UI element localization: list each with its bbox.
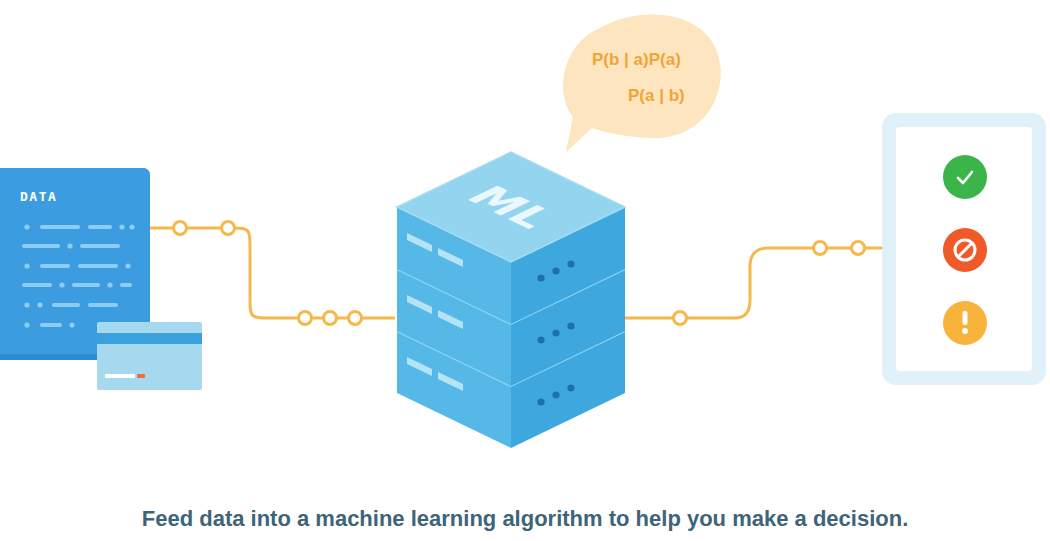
caption-area: Feed data into a machine learning algori… <box>0 505 1050 533</box>
data-document: DATA <box>0 168 150 360</box>
decline-icon <box>943 228 987 272</box>
server-top <box>397 152 625 262</box>
document-lines <box>22 224 135 327</box>
data-wire <box>150 228 395 318</box>
output-wire <box>625 242 882 325</box>
data-document-shape <box>0 168 202 390</box>
formula-text: P(a | b) <box>628 86 685 106</box>
approve-icon <box>943 155 987 199</box>
wire-dot <box>299 312 312 325</box>
formula-text: P(b | a)P(a) <box>592 50 681 70</box>
credit-card <box>97 322 202 390</box>
wire-dot <box>222 222 235 235</box>
document-title: DATA <box>20 189 57 205</box>
ml-server: ML <box>395 148 627 454</box>
wire-dot <box>349 312 362 325</box>
speech-bubble: P(b | a)P(a) P(a | b) <box>555 10 727 155</box>
decision-panel <box>882 113 1046 385</box>
server-stack <box>397 152 625 448</box>
wire-dot <box>174 222 187 235</box>
warning-icon <box>943 301 987 345</box>
speech-bubble-shape <box>563 15 721 152</box>
wire-dot <box>324 312 337 325</box>
server-label: ML <box>458 182 563 233</box>
caption: Feed data into a machine learning algori… <box>142 505 909 533</box>
